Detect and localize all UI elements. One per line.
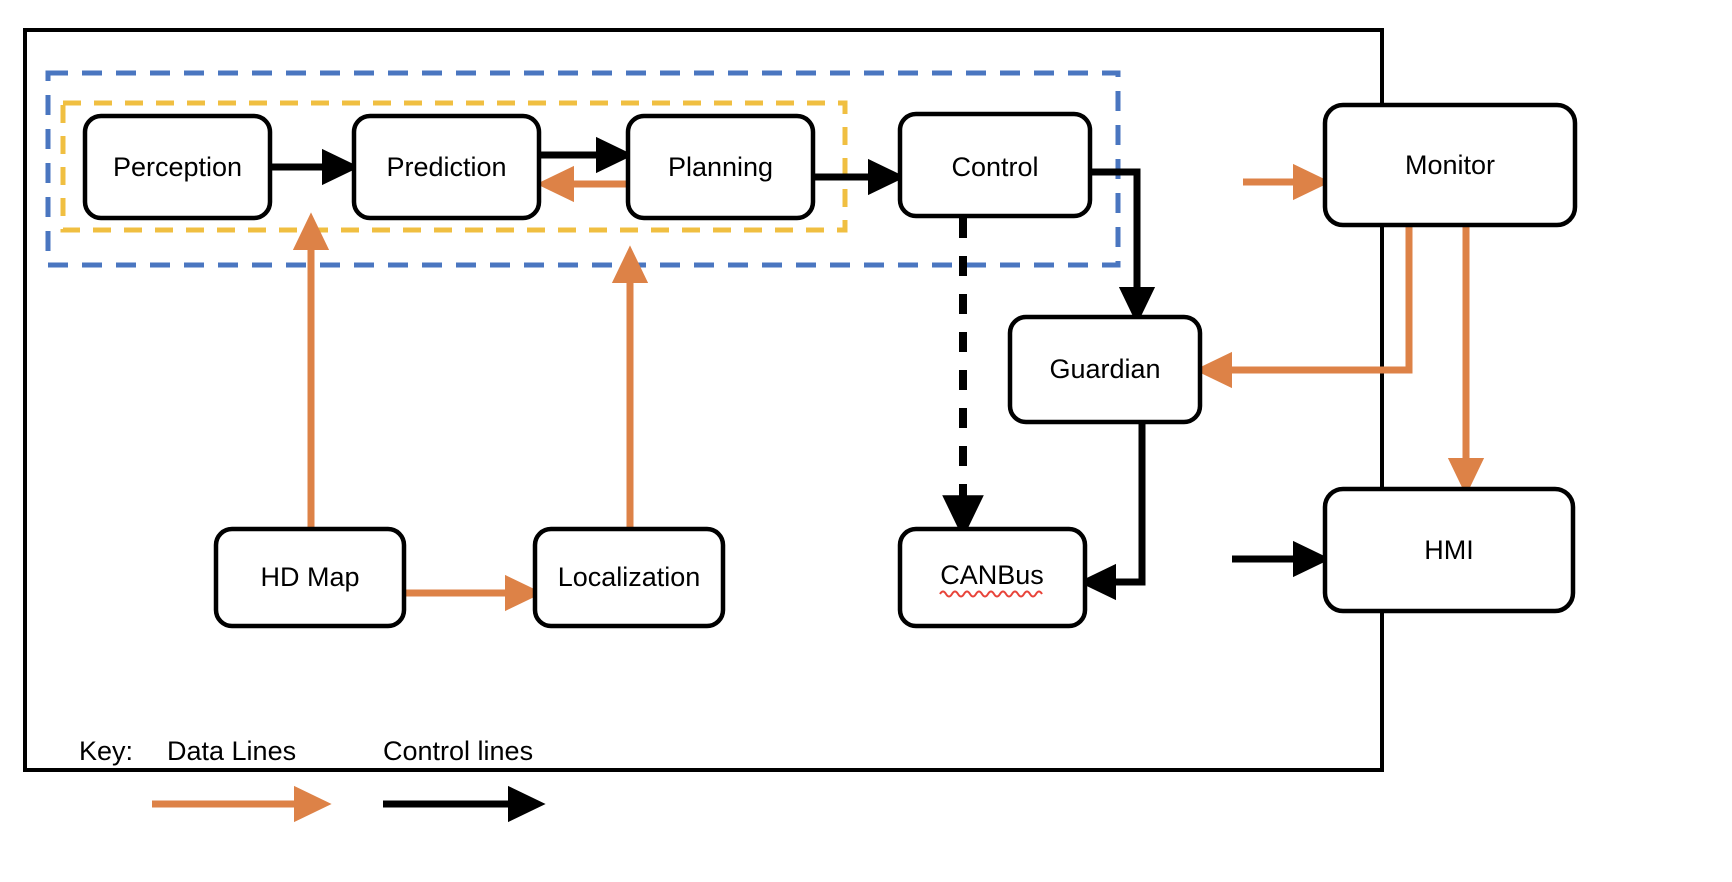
node-hmi[interactable]: HMI (1322, 486, 1576, 614)
node-hmi-label: HMI (1424, 535, 1474, 565)
edge-control-to-guardian (1090, 168, 1156, 325)
node-hmi-box[interactable] (1322, 486, 1576, 614)
node-control-label: Control (951, 152, 1038, 182)
node-prediction[interactable]: Prediction (351, 113, 542, 221)
node-localization-box[interactable] (532, 526, 726, 629)
node-planning[interactable]: Planning (625, 113, 816, 221)
node-control-box[interactable] (897, 111, 1093, 219)
key-legend: Key: Data Lines Control lines (79, 736, 546, 823)
node-prediction-label: Prediction (386, 152, 506, 182)
node-perception[interactable]: Perception (82, 113, 273, 221)
group-boundary-yellow (60, 100, 848, 233)
node-guardian-box[interactable] (1007, 314, 1203, 425)
node-monitor-box[interactable] (1322, 102, 1578, 228)
edge-monitor-to-guardian (1194, 225, 1413, 389)
node-perception-label: Perception (113, 152, 242, 182)
node-perception-box[interactable] (82, 113, 273, 221)
system-boundary-frame (23, 28, 1384, 772)
node-hdmap-box[interactable] (213, 526, 407, 629)
node-canbus-label: CANBus (940, 560, 1044, 590)
node-planning-label: Planning (668, 152, 773, 182)
node-hdmap-label: HD Map (260, 562, 359, 592)
node-control[interactable]: Control (897, 111, 1093, 219)
node-monitor-label: Monitor (1405, 150, 1495, 180)
node-guardian[interactable]: Guardian (1007, 314, 1203, 425)
node-canbus[interactable]: CANBus (897, 526, 1088, 629)
node-planning-box[interactable] (625, 113, 816, 221)
node-guardian-label: Guardian (1049, 354, 1160, 384)
spellcheck-underline-icon (939, 590, 1043, 598)
key-data-label: Data Lines (167, 736, 296, 766)
node-localization[interactable]: Localization (532, 526, 726, 629)
node-hdmap[interactable]: HD Map (213, 526, 407, 629)
node-localization-label: Localization (558, 562, 701, 592)
edge-guardian-to-canbus (1078, 422, 1146, 601)
key-control-label: Control lines (383, 736, 533, 766)
node-prediction-box[interactable] (351, 113, 542, 221)
node-monitor[interactable]: Monitor (1322, 102, 1578, 228)
node-canbus-box[interactable] (897, 526, 1088, 629)
key-title: Key: (79, 736, 133, 766)
